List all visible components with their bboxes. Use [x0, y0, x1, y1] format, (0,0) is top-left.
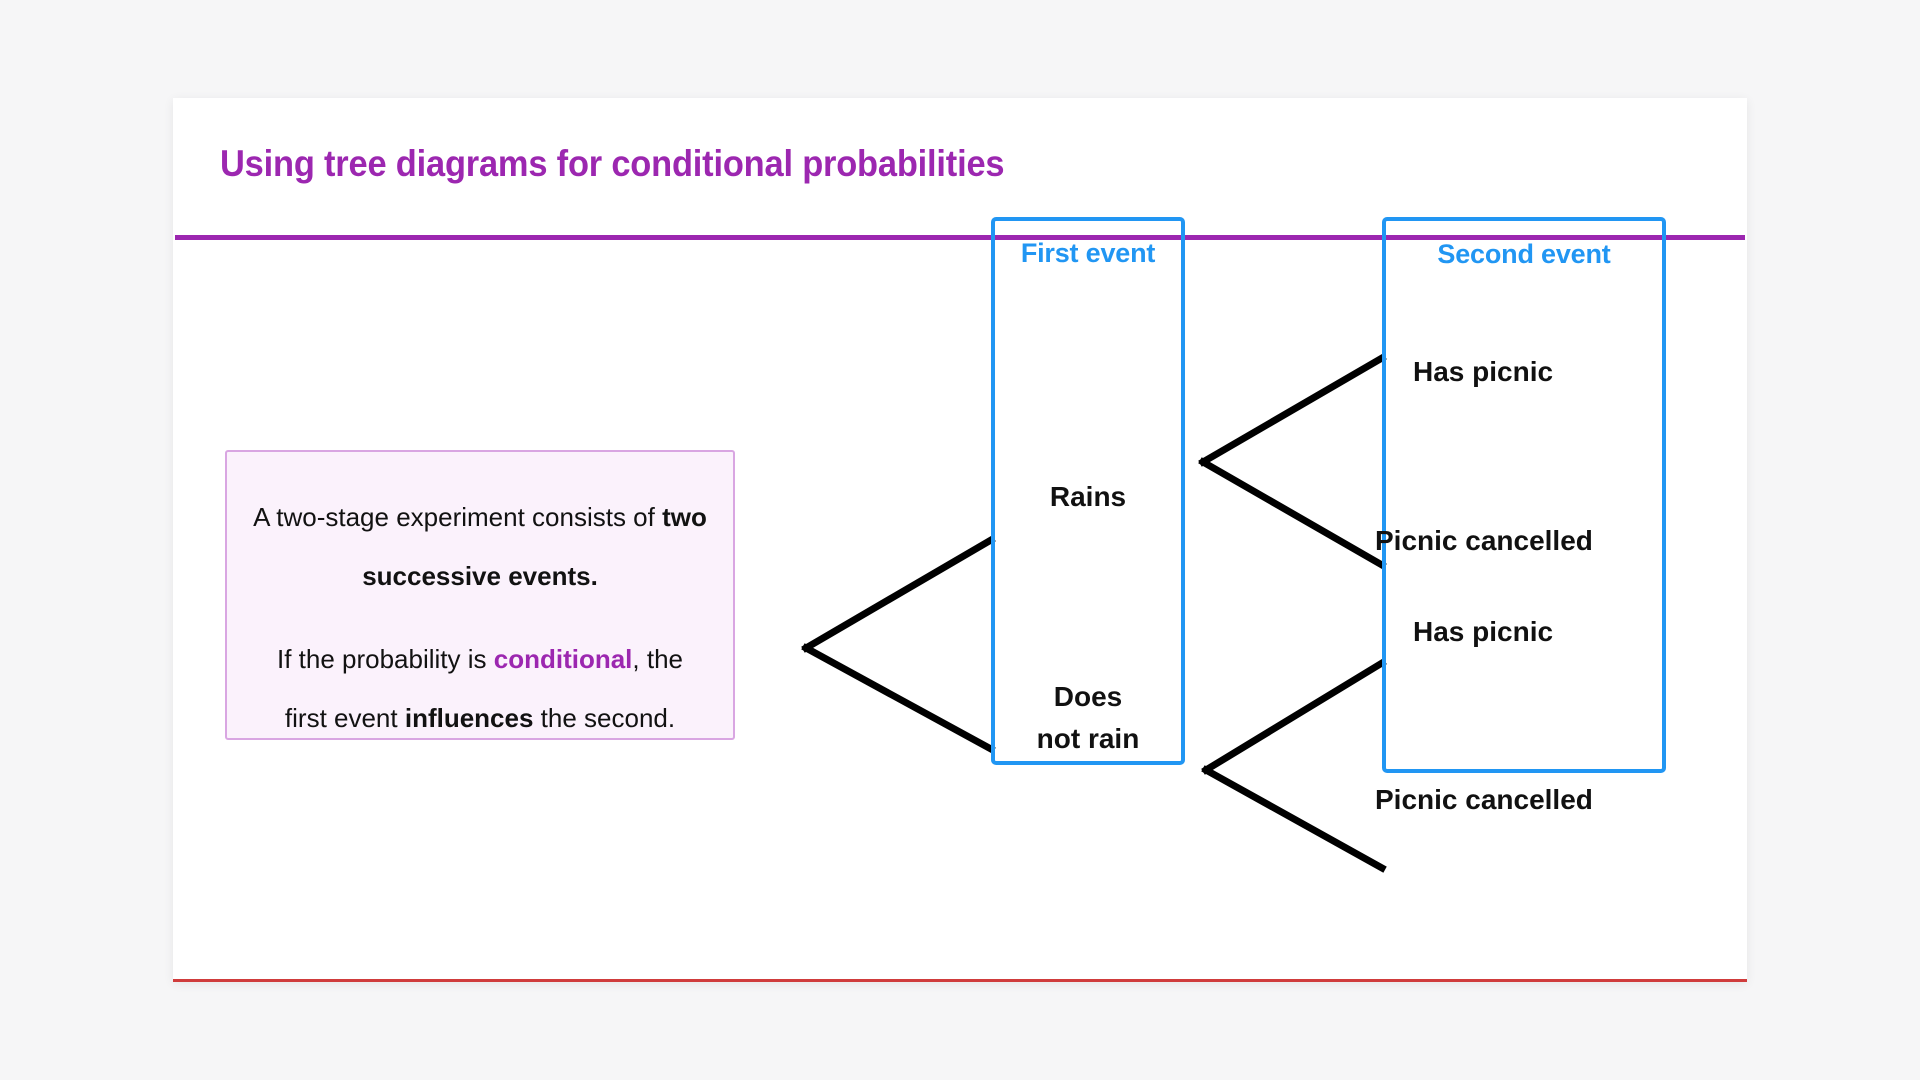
node-rains: Rains [1049, 481, 1127, 512]
title-divider [175, 235, 1745, 240]
second-event-frame: Second event [1382, 217, 1666, 773]
node-has-picnic-2: Has picnic [1413, 616, 1554, 647]
callout-p1-lead: A two-stage experiment consists of [253, 502, 663, 532]
branch-rains-to-has-picnic [1198, 353, 1387, 467]
explanation-callout: A two-stage experiment consists of two s… [225, 450, 735, 740]
first-event-heading: First event [1020, 238, 1156, 268]
node-picnic-cancelled-2: Picnic cancelled [1375, 784, 1593, 815]
branch-no-rain-to-picnic-cancelled [1201, 765, 1387, 873]
keyword-conditional: conditional [493, 644, 633, 674]
callout-p2-middle: , the first event [284, 644, 684, 733]
branch-root-to-rains [801, 535, 996, 653]
branch-rains-to-picnic-cancelled [1198, 457, 1387, 570]
callout-p1-bold: two successive events. [362, 502, 707, 591]
slide-card: Using tree diagrams for conditional prob… [173, 98, 1747, 982]
callout-paragraph-1: A two-stage experiment consists of two s… [253, 488, 707, 606]
callout-p2-bold: influences [404, 703, 534, 733]
callout-paragraph-2: If the probability is conditional, the f… [253, 630, 707, 748]
second-event-heading: Second event [1437, 239, 1611, 269]
node-does-not-rain: Does not rain [1036, 681, 1140, 754]
page-title: Using tree diagrams for conditional prob… [220, 143, 1005, 184]
node-has-picnic-1: Has picnic [1413, 356, 1554, 387]
first-event-frame: First event [991, 217, 1185, 765]
callout-p2-lead: If the probability is [276, 644, 494, 674]
node-picnic-cancelled-1: Picnic cancelled [1375, 525, 1593, 556]
callout-p2-tail: the second. [533, 703, 676, 733]
slide-bottom-rule [173, 979, 1747, 982]
branch-root-to-does-not-rain [801, 643, 996, 754]
branch-no-rain-to-has-picnic [1201, 658, 1387, 775]
